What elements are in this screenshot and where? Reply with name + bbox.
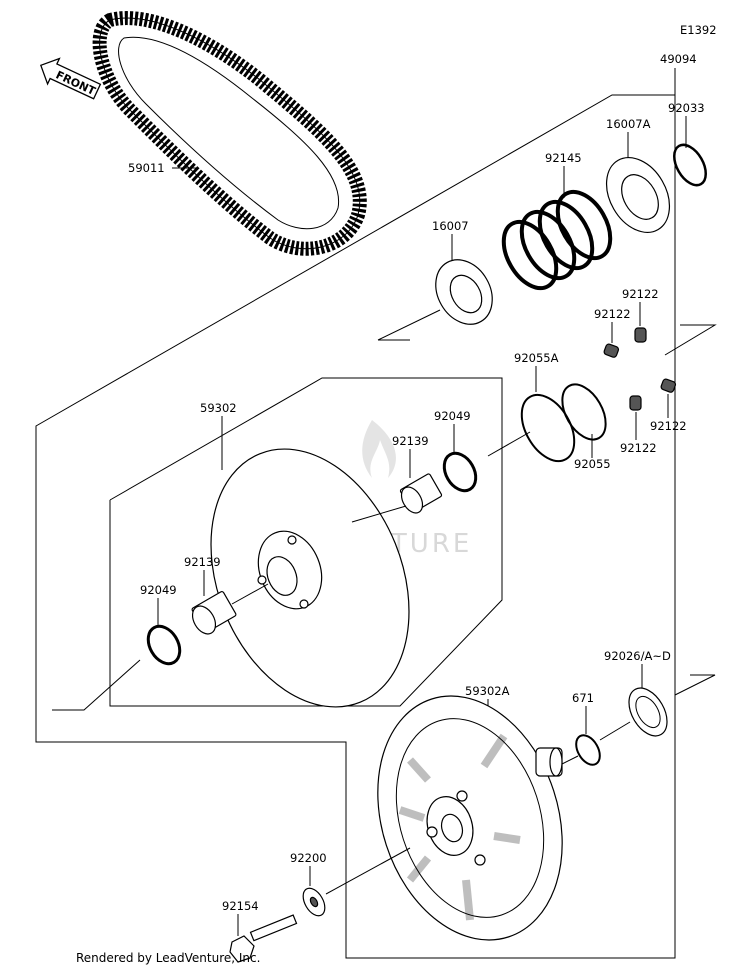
bushing-b [603,343,620,358]
sheave-bore [266,556,298,596]
compression-spring [501,189,613,291]
label-92033: 92033 [668,101,705,115]
label-92122-b: 92122 [594,307,631,321]
label-92139-b: 92139 [184,555,221,569]
label-92154: 92154 [222,899,259,913]
oil-seal-upper [442,451,478,493]
hub-hole-2 [257,575,267,585]
oil-seal-lower [146,624,182,666]
label-92122-c: 92122 [650,419,687,433]
shim-inner [635,695,661,729]
assembly-outline [35,68,676,959]
hub-hole-3 [299,599,309,609]
shim-washer [628,687,668,737]
cam-inner [449,274,483,314]
washer-hole [309,896,319,908]
label-92055A: 92055A [514,351,559,365]
label-92139-a: 92139 [392,434,429,448]
bushing-d [629,395,642,411]
label-92200: 92200 [290,851,327,865]
axis-line-right [664,324,717,356]
label-92049-b: 92049 [140,583,177,597]
label-59302: 59302 [200,401,237,415]
axis-671 [561,755,579,765]
front-arrow: FRONT [39,57,102,100]
footer-credit: Rendered by LeadVenture, Inc. [76,951,260,965]
drive-belt [92,11,367,256]
fixed-sheave [377,695,563,941]
axis-line-lower [52,659,141,711]
bushing-lower [191,591,237,635]
label-59011: 59011 [128,161,165,175]
label-92026: 92026/A~D [604,649,671,663]
label-59302A: 59302A [465,684,510,698]
axis-upper-bearing [351,505,407,523]
sheave-outline [109,377,503,707]
label-92055: 92055 [574,457,611,471]
o-ring-671 [575,734,601,766]
label-92049-a: 92049 [434,409,471,423]
bushing-upper [399,473,443,514]
spring-seat-inner [621,174,659,220]
flange-bolt [229,914,298,963]
label-16007A: 16007A [606,117,651,131]
label-671: 671 [572,691,594,705]
axis-washer [325,847,411,895]
axis-line-right-lower [674,674,716,696]
axis-shim [599,721,631,741]
retaining-ring [673,143,707,187]
bushing-a [634,327,647,343]
bushing-c [660,378,677,393]
diagram-code: E1392 [680,23,717,37]
label-16007: 16007 [432,219,469,233]
label-92122-d: 92122 [620,441,657,455]
label-92145: 92145 [545,151,582,165]
label-49094: 49094 [660,52,697,66]
hub-hole-1 [287,535,297,545]
axis-oring [487,431,531,457]
axis-line-upper [377,309,441,341]
o-ring-small [561,383,607,441]
label-92122-a: 92122 [622,287,659,301]
axis-lower-bearing [231,583,269,605]
